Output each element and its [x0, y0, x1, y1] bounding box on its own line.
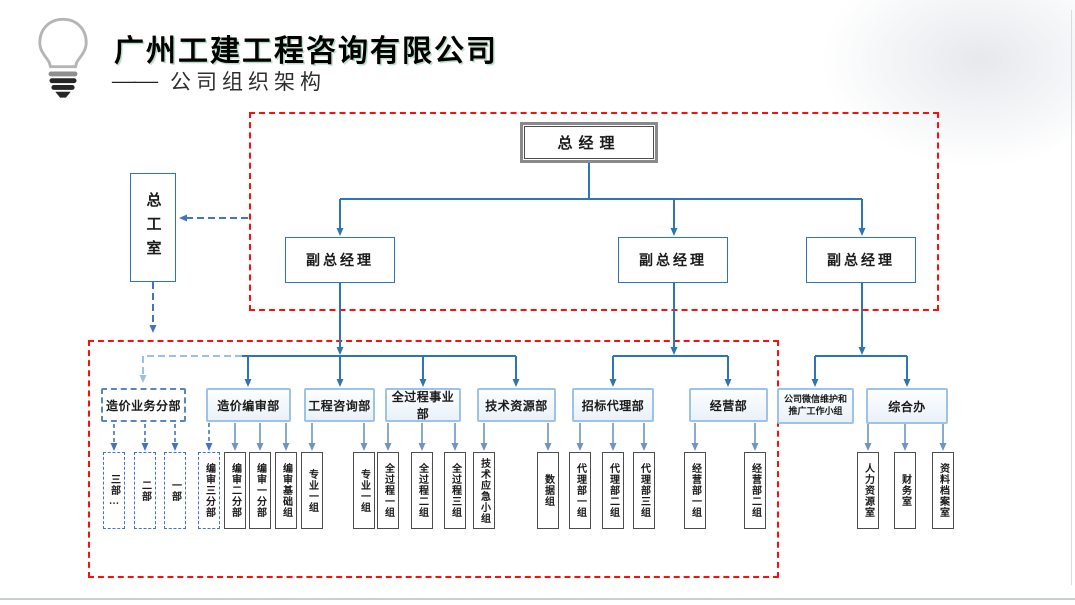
page-right-edge: [1071, 10, 1072, 585]
subunit-box: 经营部一组: [684, 452, 706, 529]
deputy-gm-box-1: 副总经理: [285, 237, 395, 283]
subunit-box: 数据组: [537, 452, 559, 529]
subunit-box: 编审二分部: [224, 452, 246, 529]
subunit-box: 三部…: [103, 452, 125, 529]
department-box-operations: 经营部: [689, 388, 768, 422]
subunit-box: 代理部三组: [633, 452, 655, 529]
subunit-box: 全过程一组: [377, 452, 399, 529]
department-box-wechat-promotion-group: 公司微信维护和 推广工作小组: [777, 388, 854, 424]
department-box-cost-business-division: 造价业务分部: [101, 388, 186, 422]
deputy-gm-box-3: 副总经理: [806, 237, 916, 283]
department-box-technical-resources: 技术资源部: [477, 388, 556, 422]
subunit-box: 编审一分部: [249, 452, 271, 529]
management-group-frame: [249, 112, 939, 311]
chief-engineer-office-box: 总工室: [130, 173, 176, 282]
page-bottom-edge: [0, 598, 1075, 600]
company-title: 广州工建工程咨询有限公司: [114, 35, 498, 68]
subunit-box: 编审三分部: [198, 452, 220, 529]
department-box-whole-process: 全过程事业部: [385, 388, 461, 422]
lightbulb-icon: [34, 16, 92, 103]
subunit-box: 编审基础组: [275, 452, 297, 529]
subtitle-dash: ——: [112, 68, 158, 94]
department-box-engineering-consulting: 工程咨询部: [304, 388, 375, 422]
department-box-bidding-agency: 招标代理部: [572, 388, 654, 422]
subunit-box: 二部: [134, 452, 156, 529]
subunit-box: 一部: [164, 452, 186, 529]
subunit-box: 代理部一组: [569, 452, 591, 529]
subunit-box: 代理部二组: [602, 452, 624, 529]
department-box-general-office: 综合办: [866, 388, 948, 424]
deputy-gm-box-2: 副总经理: [618, 237, 728, 283]
department-group-frame: [88, 340, 779, 578]
subunit-box: 全过程三组: [444, 452, 466, 529]
subunit-box: 人力资源室: [857, 452, 879, 529]
page-subtitle-row: —— 公司组织架构: [112, 66, 326, 96]
department-box-cost-review: 造价编审部: [206, 388, 291, 422]
subunit-box: 资料档案室: [932, 452, 954, 529]
subunit-box: 专业一组: [353, 452, 375, 529]
subunit-box: 全过程二组: [411, 452, 433, 529]
subunit-box: 经营部二组: [744, 452, 766, 529]
subunit-box: 技术应急小组: [473, 452, 495, 529]
subunit-box: 财务室: [894, 452, 916, 529]
page-subtitle: 公司组织架构: [170, 70, 326, 94]
subunit-box: 专业一组: [301, 452, 323, 529]
general-manager-box: 总经理: [520, 122, 658, 163]
